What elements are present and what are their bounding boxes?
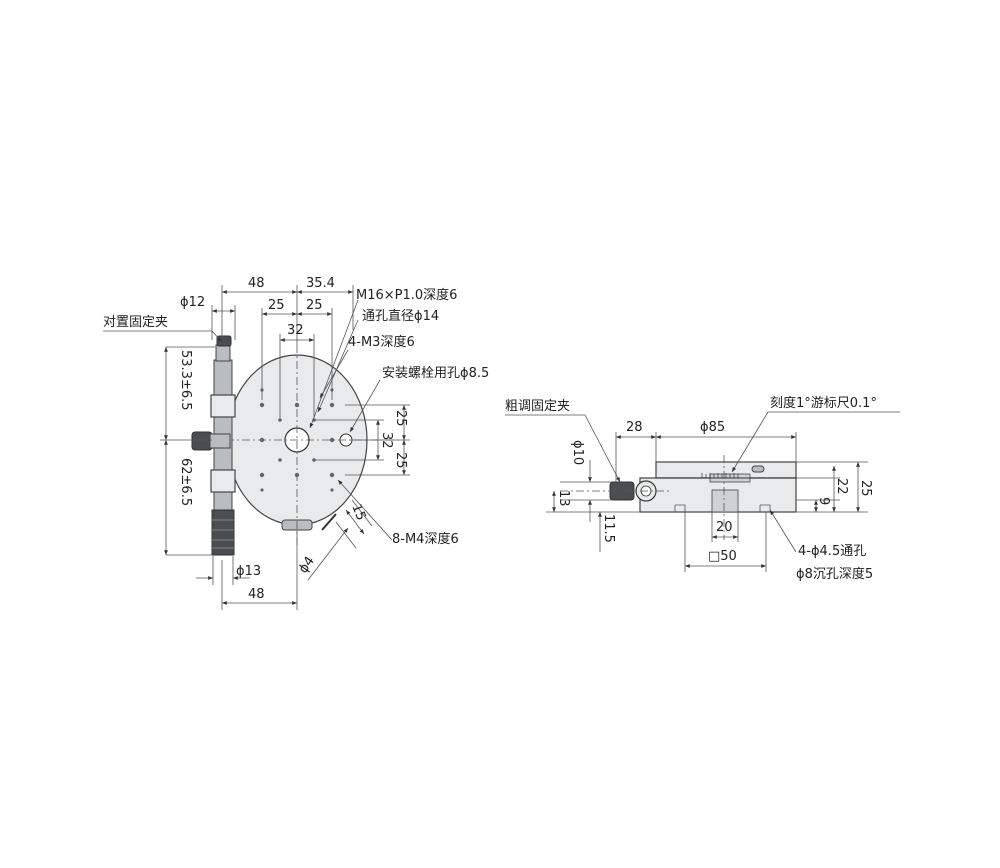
dim-22: 22: [834, 478, 849, 495]
note-m16: M16×P1.0深度6: [356, 287, 457, 303]
dim-25-r2: 25: [393, 452, 408, 469]
dim-11-5: 11.5: [601, 514, 616, 543]
note-coarse-clamp: 粗调固定夹: [505, 399, 570, 414]
dim-32-r: 32: [379, 432, 394, 449]
note-through-holes: 4-ϕ4.5通孔: [798, 544, 866, 559]
micrometer-assembly: [191, 335, 236, 556]
stage-side-body: [560, 455, 797, 540]
dim-phi85: ϕ85: [700, 420, 725, 435]
opposed-clamp-knob: [216, 335, 232, 347]
dim-62: 62±6.5: [178, 458, 193, 506]
dim-25-r1: 25: [393, 410, 408, 427]
dim-28: 28: [626, 420, 643, 435]
dim-48-bottom: 48: [248, 587, 265, 602]
dim-15: 15: [348, 502, 368, 523]
dim-25-a: 25: [268, 298, 285, 313]
left-notes: 对置固定夹 M16×P1.0深度6 通孔直径ϕ14 4-M3深度6 安装螺栓用孔…: [103, 287, 489, 547]
micrometer-thimble: [211, 509, 235, 556]
right-view: 28 ϕ85 ϕ10 13 11.5: [505, 395, 900, 582]
right-notes: 粗调固定夹 刻度1°游标尺0.1° 4-ϕ4.5通孔 ϕ8沉孔深度5: [505, 395, 900, 582]
mount-holes: [259, 388, 335, 492]
dim-20: 20: [716, 520, 733, 535]
dim-phi12: ϕ12: [180, 295, 205, 310]
dim-35-4: 35.4: [306, 276, 335, 291]
dim-9: 9: [816, 497, 831, 505]
side-clamp-knob: [191, 431, 213, 451]
note-through-hole: 通孔直径ϕ14: [362, 309, 439, 324]
note-scale: 刻度1°游标尺0.1°: [770, 395, 877, 411]
left-dimensions: 48 35.4 ϕ12 25 25 32: [160, 276, 410, 610]
dim-13: 13: [556, 490, 571, 507]
dim-53-3: 53.3±6.5: [178, 350, 193, 411]
dim-phi4: ϕ4: [296, 554, 318, 576]
note-m3: 4-M3深度6: [348, 334, 415, 350]
dim-phi10: ϕ10: [570, 440, 585, 465]
dim-25-right: 25: [858, 480, 873, 497]
dim-phi13: ϕ13: [236, 564, 261, 579]
dim-32-top: 32: [287, 323, 304, 338]
rotary-table: [210, 345, 400, 545]
right-dimensions: 28 ϕ85 ϕ10 13 11.5: [546, 420, 873, 572]
dim-sq50: □50: [708, 549, 737, 564]
left-view: 48 35.4 ϕ12 25 25 32: [103, 276, 489, 610]
note-opposed-clamp: 对置固定夹: [103, 315, 168, 330]
note-counterbore: ϕ8沉孔深度5: [796, 566, 873, 582]
note-m4: 8-M4深度6: [392, 531, 459, 547]
dim-48-top: 48: [248, 276, 265, 291]
note-bolt-hole: 安装螺栓用孔ϕ8.5: [382, 366, 489, 381]
dim-25-b: 25: [306, 298, 323, 313]
